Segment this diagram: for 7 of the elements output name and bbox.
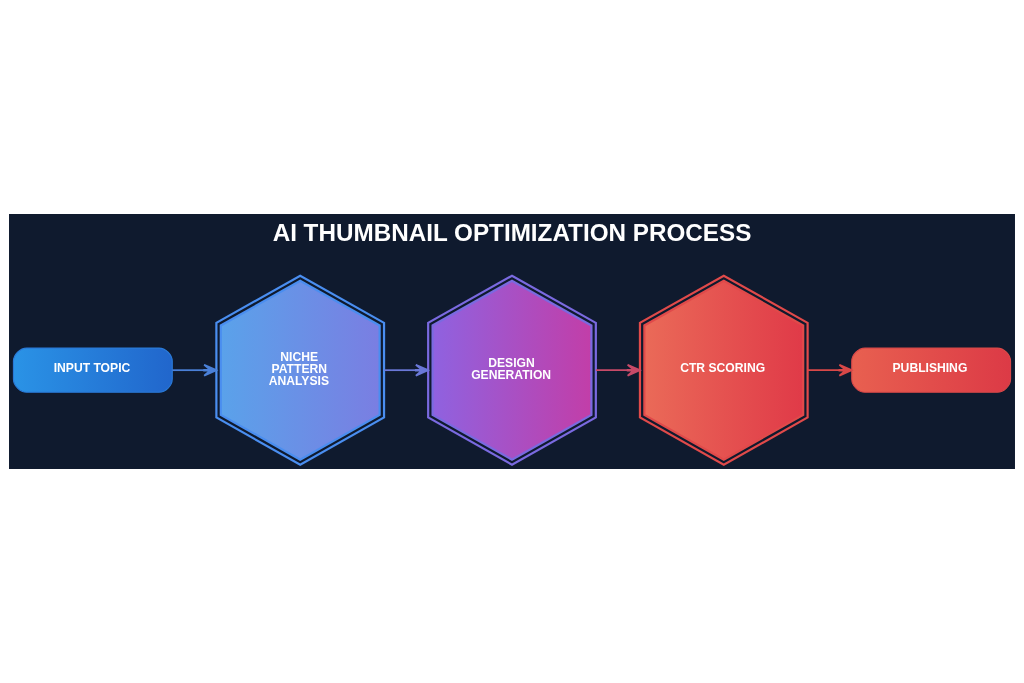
arrow	[595, 363, 641, 377]
arrow	[171, 363, 218, 377]
arrow	[383, 363, 429, 377]
arrow	[806, 363, 853, 377]
diagram-title: AI THUMBNAIL OPTIMIZATION PROCESS	[272, 219, 752, 247]
node-box: PUBLISHING	[851, 347, 1012, 393]
node-box: INPUT TOPIC	[12, 347, 173, 393]
